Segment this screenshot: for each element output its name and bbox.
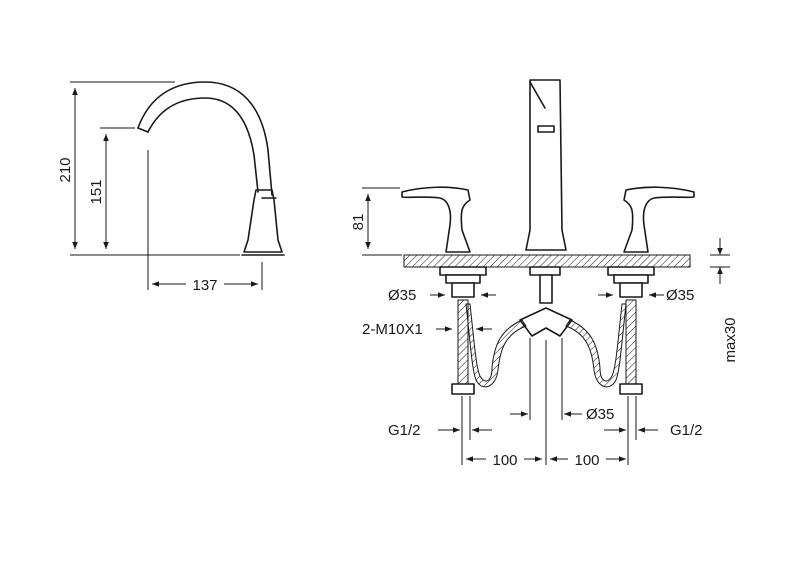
dim-spout-height: 151 (88, 179, 105, 204)
side-body (243, 189, 283, 253)
side-view: 210 151 137 (57, 81, 285, 294)
countertop (403, 254, 691, 268)
right-handle (623, 186, 695, 253)
left-handle (401, 186, 471, 253)
right-hose (565, 303, 627, 388)
thread-bolt-label: 2-M10X1 (362, 321, 423, 338)
dim-left-diameter: Ø35 (388, 287, 416, 304)
connection-right: G1/2 (670, 422, 703, 439)
side-spout (137, 81, 273, 196)
left-hose (465, 303, 527, 388)
connection-left: G1/2 (388, 422, 421, 439)
front-view: 81 Ø35 Ø35 2-M10X1 max30 Ø35 G1/2 (350, 79, 739, 469)
dim-spacing-right: 100 (574, 452, 599, 469)
dim-reach: 137 (192, 277, 217, 294)
dim-center-diameter: Ø35 (586, 406, 614, 423)
dim-total-height: 210 (57, 157, 74, 182)
dim-max-thickness: max30 (722, 317, 739, 362)
front-spout (525, 79, 567, 251)
dim-handle-height: 81 (350, 214, 367, 231)
dim-right-diameter: Ø35 (666, 287, 694, 304)
dim-spacing-left: 100 (492, 452, 517, 469)
